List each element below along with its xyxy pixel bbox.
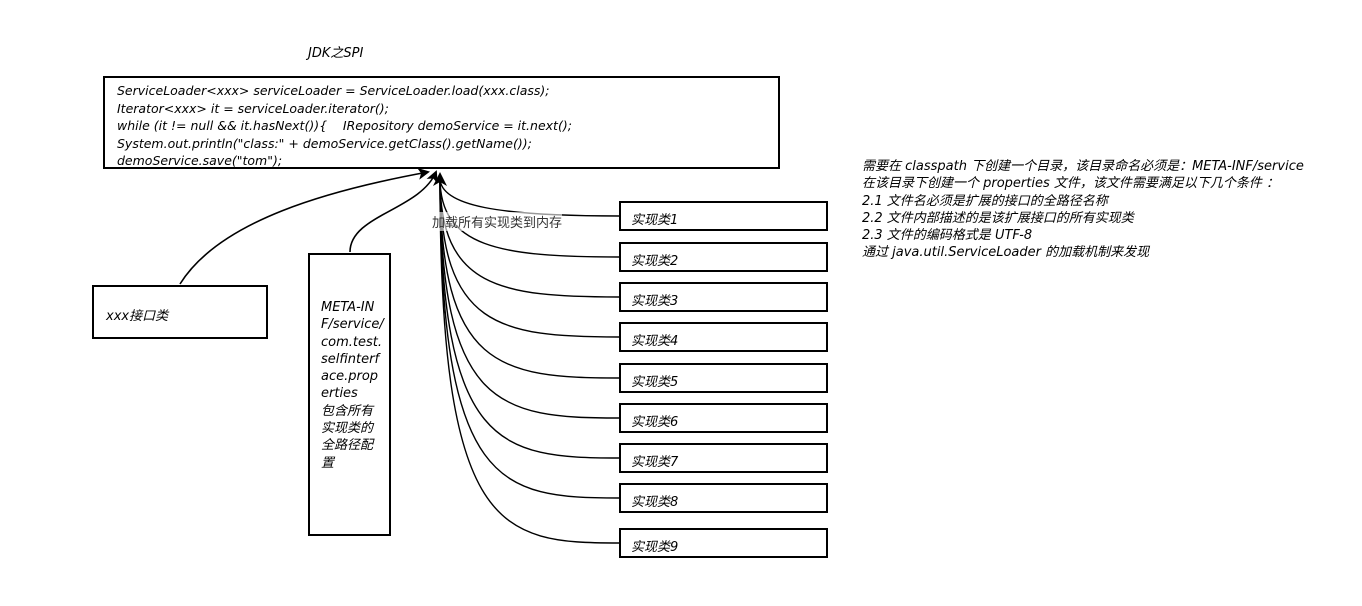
code-box: ServiceLoader<xxx> serviceLoader = Servi…	[103, 76, 780, 169]
impl-arrow-2	[439, 177, 620, 258]
impl-arrow-5	[439, 177, 620, 379]
impl-class-label: 实现类1	[631, 213, 679, 228]
impl-arrow-9	[439, 177, 620, 544]
impl-class-label: 实现类8	[631, 495, 679, 510]
impl-class-label: 实现类6	[631, 415, 679, 430]
impl-class-label: 实现类4	[631, 334, 679, 349]
impl-arrow-3	[439, 177, 620, 298]
interface-box: xxx接口类	[92, 285, 268, 339]
impl-class-label: 实现类2	[631, 254, 679, 269]
note-line: 在该目录下创建一个 properties 文件，该文件需要满足以下几个条件 ：	[862, 176, 1280, 192]
meta-file-path: META-INF/service/com.test.selfinterface.…	[321, 300, 384, 402]
impl-arrows	[433, 172, 620, 544]
note-line: 2.3 文件的编码格式是 UTF-8	[862, 228, 1033, 244]
load-label: 加载所有实现类到内存	[432, 212, 563, 231]
note-line: 2.1 文件名必须是扩展的接口的全路径名称	[862, 193, 1108, 209]
meta-file-box: META-INF/service/com.test.selfinterface.…	[308, 253, 391, 536]
diagram-title: JDK之SPI	[308, 46, 364, 61]
note-line: 需要在 classpath 下创建一个目录，该目录命名必须是：META-INF/…	[862, 159, 1304, 174]
impl-arrow-4	[439, 177, 620, 338]
impl-class-box-9: 实现类9	[619, 528, 828, 558]
meta-file-arrow	[349, 170, 438, 253]
note-line: 2.2 文件内部描述的是该扩展接口的所有实现类	[862, 210, 1134, 226]
impl-class-label: 实现类7	[631, 455, 679, 470]
impl-class-label: 实现类9	[631, 540, 679, 555]
impl-arrow-8	[439, 177, 620, 499]
interface-arrow	[179, 167, 430, 285]
meta-file-desc: 包含所有实现类的全路径配置	[321, 403, 374, 471]
impl-class-box-7: 实现类7	[619, 443, 828, 473]
impl-class-box-6: 实现类6	[619, 403, 828, 433]
note-line: 通过 java.util.ServiceLoader 的加载机制来发现	[862, 245, 1150, 261]
impl-arrow-head	[433, 172, 447, 186]
impl-class-box-3: 实现类3	[619, 282, 828, 312]
code-line: while (it != null && it.hasNext()){ IRep…	[117, 118, 572, 133]
code-line: Iterator<xxx> it = serviceLoader.iterato…	[117, 100, 389, 116]
impl-class-label: 实现类5	[631, 375, 679, 390]
impl-class-label: 实现类3	[631, 294, 679, 309]
code-line: System.out.println("class:" + demoServic…	[117, 135, 532, 151]
impl-class-box-1: 实现类1	[619, 201, 828, 231]
impl-class-box-2: 实现类2	[619, 242, 828, 272]
interface-label: xxx接口类	[106, 309, 169, 324]
impl-class-box-8: 实现类8	[619, 483, 828, 513]
notes-block: 需要在 classpath 下创建一个目录，该目录命名必须是：META-INF/…	[862, 158, 1322, 262]
impl-arrow-1	[439, 177, 620, 217]
impl-class-box-5: 实现类5	[619, 363, 828, 393]
impl-arrow-6	[439, 177, 620, 419]
impl-arrow-7	[439, 177, 620, 459]
code-line: ServiceLoader<xxx> serviceLoader = Servi…	[117, 83, 550, 98]
code-line: demoService.save("tom");	[117, 153, 283, 168]
impl-class-box-4: 实现类4	[619, 322, 828, 352]
